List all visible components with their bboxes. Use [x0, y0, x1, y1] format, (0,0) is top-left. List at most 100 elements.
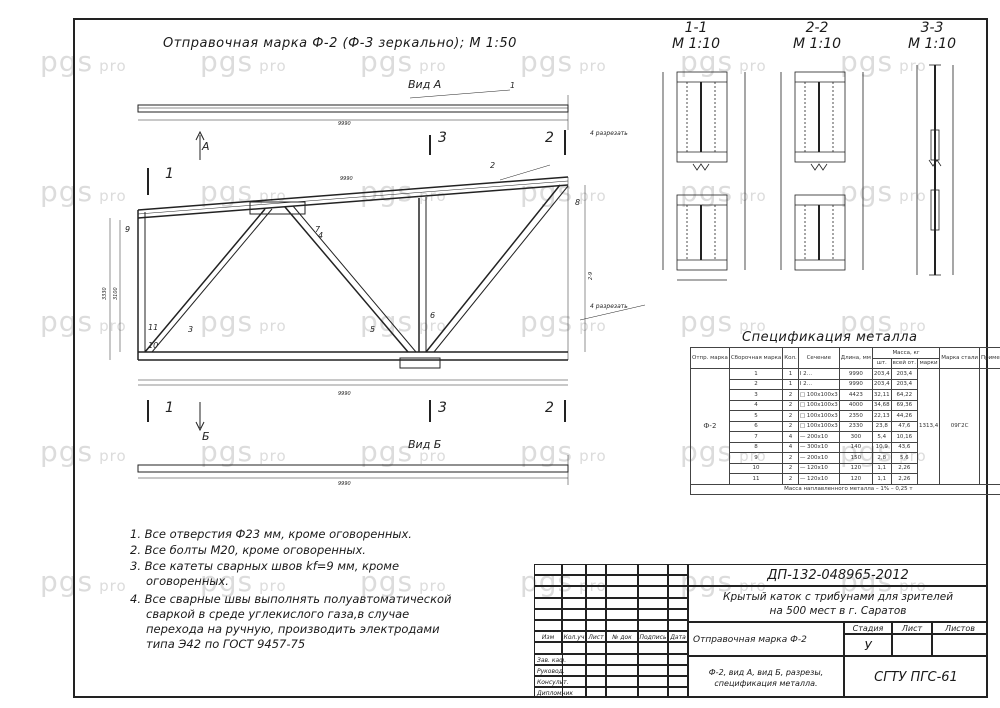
spec-cell: 300 — [838, 431, 873, 443]
truss-elevation: Вид А Вид Б А Б 1 1 2 2 3 3 1 2 3 4 5 6 … — [102, 78, 646, 487]
stamp-desc-line1: Ф-2, вид А, вид Б, разрезы, — [708, 668, 824, 677]
stamp-grid-cell — [534, 575, 562, 587]
stamp-grid-cell — [586, 653, 606, 665]
watermark-brand: pgs — [40, 305, 94, 338]
section-2-2-name: 2-2 — [805, 20, 829, 36]
section-3-3-title: 3-3 М 1:10 — [902, 20, 962, 52]
spec-cell: 11 — [728, 473, 784, 485]
spec-cell: 4 — [782, 431, 799, 443]
stamp-grid-cell — [668, 564, 688, 576]
watermark-suffix: pro — [579, 317, 607, 335]
spec-cell: 1 — [728, 368, 784, 380]
watermark-brand: pgs — [200, 565, 254, 598]
watermark-suffix: pro — [99, 447, 127, 465]
spec-cell: 64,22 — [890, 389, 918, 401]
watermark-brand: pgs — [360, 305, 414, 338]
spec-cell: 1 — [782, 368, 799, 380]
note-4-line3: перехода на ручную, производить электрод… — [146, 622, 440, 636]
spec-cell: 2,26 — [890, 462, 918, 474]
arrow-b-label: Б — [202, 430, 210, 443]
spec-cell: 120 — [838, 473, 873, 485]
spec-cell: 5 — [728, 410, 784, 422]
cut-mark-2-bottom: 2 — [545, 400, 554, 416]
spec-cell: 203,4 — [890, 378, 918, 390]
stamp-grid-cell — [638, 664, 668, 676]
stamp-grid-cell — [534, 620, 562, 632]
note-4-line2: сваркой в среде углекислого газа,в случа… — [146, 607, 410, 621]
spec-cell: 47,6 — [890, 420, 918, 432]
stamp-grid-cell: Кол.уч — [562, 631, 586, 643]
stamp-project-line2: на 500 мест в г. Саратов — [769, 605, 907, 617]
spec-cell: 44,26 — [890, 410, 918, 422]
watermark-suffix: pro — [579, 187, 607, 205]
note-3-cont: оговоренных. — [146, 574, 229, 588]
spec-steel: 09Г2С — [939, 368, 980, 485]
spec-cell: 9990 — [838, 368, 873, 380]
stamp-grid-cell — [606, 564, 638, 576]
view-b-chord — [137, 464, 569, 473]
spec-cell: I 2… — [797, 378, 840, 390]
stamp-grid-cell: № док — [606, 631, 638, 643]
stamp-grid-cell — [534, 642, 562, 654]
watermark-suffix: pro — [579, 57, 607, 75]
stamp-grid-cell — [586, 664, 606, 676]
stamp-grid-cell — [606, 597, 638, 609]
spec-cell: 10 — [728, 462, 784, 474]
stamp-grid-cell — [668, 575, 688, 587]
section-1-1-scale: М 1:10 — [672, 36, 720, 52]
pos-8: 8 — [575, 198, 580, 207]
dim-view-b: 9990 — [338, 481, 351, 487]
pos-4: 4 — [318, 231, 323, 240]
spec-cell: — 200х10 — [797, 431, 840, 443]
spec-sub-all: всей от. — [890, 357, 918, 369]
watermark-brand: pgs — [840, 305, 894, 338]
spec-cell: 150 — [838, 452, 873, 464]
spec-cell: 8 — [728, 441, 784, 453]
spec-cell: 2 — [728, 378, 784, 390]
watermark-suffix: pro — [579, 447, 607, 465]
watermark-suffix: pro — [739, 317, 767, 335]
pos-5: 5 — [370, 325, 375, 334]
cut-mark-3-top: 3 — [438, 130, 447, 146]
dim-bottom: 9990 — [338, 391, 351, 397]
watermark-suffix: pro — [99, 57, 127, 75]
stamp-grid-cell — [562, 676, 586, 688]
spec-cell: 2 — [782, 399, 799, 411]
note-1: 1. Все отверстия Ф23 мм, кроме оговоренн… — [130, 527, 412, 541]
spec-head-qty: Кол. — [782, 347, 799, 369]
spec-cell: 203,4 — [871, 368, 892, 380]
stamp-grid-cell — [534, 608, 562, 620]
watermark-suffix: pro — [739, 187, 767, 205]
spec-cell: 10,16 — [890, 431, 918, 443]
note-4: 4. Все сварные швы выполнять полуавтомат… — [130, 592, 452, 606]
section-3-3-name: 3-3 — [920, 20, 944, 36]
arrow-a-label: А — [201, 140, 210, 153]
watermark-suffix: pro — [99, 317, 127, 335]
stamp-desc: Ф-2, вид А, вид Б, разрезы, спецификация… — [688, 656, 844, 698]
watermark-brand: pgs — [40, 435, 94, 468]
stamp-grid-cell — [562, 687, 586, 699]
watermark-brand: pgs — [520, 45, 574, 78]
stamp-grid-cell — [534, 597, 562, 609]
title-block: ДП-132-048965-2012 Крытый каток с трибун… — [534, 564, 988, 699]
stamp-grid-cell — [638, 620, 668, 632]
spec-cell: 4423 — [838, 389, 873, 401]
stamp-grid-cell — [668, 608, 688, 620]
stamp-grid-cell — [638, 676, 668, 688]
view-a-label: Вид А — [408, 78, 441, 91]
spec-cell: 2 — [782, 473, 799, 485]
spec-title: Спецификация металла — [742, 330, 918, 345]
pos-11: 11 — [148, 323, 158, 332]
watermark-brand: pgs — [680, 45, 734, 78]
spec-cell: 2,26 — [890, 473, 918, 485]
spec-footer: Масса наплавленного металла – 1% – 0,25 … — [690, 483, 1000, 495]
